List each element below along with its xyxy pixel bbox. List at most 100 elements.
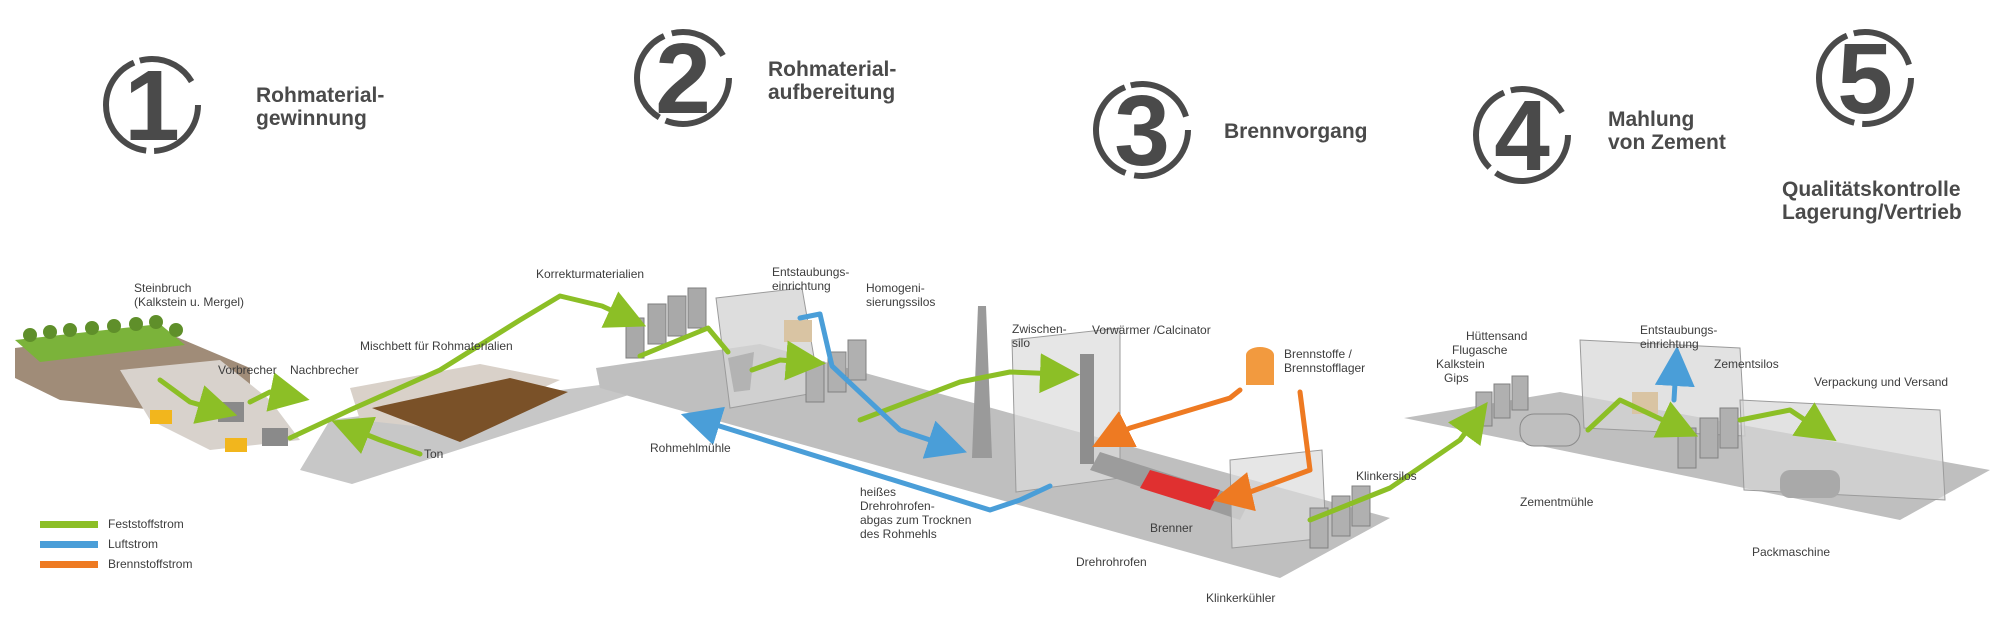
packmaschine-machine — [1780, 470, 1840, 498]
step-number: 2 — [655, 23, 711, 135]
step-number: 1 — [124, 50, 180, 162]
label-kalkstein: Kalkstein — [1436, 357, 1485, 371]
step-1-title: Rohmaterial- gewinnung — [256, 84, 384, 130]
quarry — [15, 315, 300, 452]
flow-lines — [157, 291, 1837, 523]
loader-icon — [225, 438, 247, 452]
label-heiss-3: abgas zum Trocknen — [860, 513, 971, 527]
legend-label: Luftstrom — [108, 537, 159, 551]
label-heiss-2: Drehrohrofen- — [860, 499, 935, 513]
legend-label: Feststoffstrom — [108, 517, 184, 531]
step-5-badge: 5 — [1816, 23, 1914, 135]
label-huettensand: Hüttensand — [1466, 329, 1527, 343]
step-2-title-line1: Rohmaterial- — [768, 58, 897, 81]
label-korrekturmaterialien: Korrekturmaterialien — [536, 267, 644, 281]
mixing-bed — [350, 364, 568, 442]
trees — [23, 315, 183, 342]
label-nachbrecher: Nachbrecher — [290, 363, 359, 377]
kiln-flame-zone — [1140, 470, 1220, 510]
legend-swatch-green — [40, 520, 98, 528]
label-klinkerkuehler: Klinkerkühler — [1206, 591, 1275, 605]
legend-item-luft: Luftstrom — [40, 534, 192, 554]
label-heiss-4: des Rohmehls — [860, 527, 937, 541]
vorbrecher-machine — [218, 402, 244, 422]
step-number: 3 — [1114, 75, 1170, 187]
step-number: 4 — [1494, 80, 1550, 192]
label-brennstoffe: Brennstoffe / — [1284, 347, 1352, 361]
ring-brush-icon — [1816, 29, 1914, 127]
label-entstaubung-4: Entstaubungs- — [1640, 323, 1717, 337]
label-verpackung: Verpackung und Versand — [1814, 375, 1948, 389]
step-1-title-line2: gewinnung — [256, 107, 367, 130]
homogenizing-building — [715, 287, 821, 409]
label-mischbett: Mischbett für Rohmaterialien — [360, 339, 513, 353]
label-zementsilos: Zementsilos — [1714, 357, 1779, 371]
step-5-title-line1: Qualitätskontrolle — [1782, 178, 1961, 201]
step-2-badge: 2 — [634, 23, 732, 135]
ring-brush-icon — [1093, 81, 1191, 179]
label-drehrohrofen: Drehrohrofen — [1076, 555, 1147, 569]
nachbrecher-machine — [262, 428, 288, 446]
legend-swatch-blue — [40, 540, 98, 548]
label-steinbruch: Steinbruch — [134, 281, 191, 295]
label-rohmehlmuehle: Rohmehlmühle — [650, 441, 731, 455]
step-2-title: Rohmaterial- aufbereitung — [768, 58, 896, 104]
legend-swatch-orange — [40, 560, 98, 568]
quarry-grass — [15, 324, 185, 362]
label-entstaubung-4-b: einrichtung — [1640, 337, 1699, 351]
step-1-badge: 1 — [103, 50, 201, 162]
label-zwischensilo: Zwischen- — [1012, 322, 1067, 336]
legend-item-feststoff: Feststoffstrom — [40, 514, 192, 534]
label-zwischensilo-2: silo — [1012, 336, 1030, 350]
entstaubung-filter-icon — [784, 320, 812, 342]
fuel-flow-lines — [1092, 387, 1313, 512]
step-3-title: Brennvorgang — [1224, 120, 1368, 143]
label-entstaubung: Entstaubungs- — [772, 265, 849, 279]
label-homogenisierung-2: sierungssilos — [866, 295, 935, 309]
solid-flow-lines — [157, 291, 1837, 523]
rohmehlmuehle-machine — [728, 352, 754, 392]
label-packmaschine: Packmaschine — [1752, 545, 1830, 559]
label-klinkersilos: Klinkersilos — [1356, 469, 1417, 483]
step-2-title-line2: aufbereitung — [768, 81, 896, 104]
ring-brush-icon — [103, 56, 201, 154]
label-gips: Gips — [1444, 371, 1469, 385]
step-4-title-line1: Mahlung — [1608, 108, 1695, 131]
diagram-labels: Steinbruch (Kalkstein u. Mergel) Vorbrec… — [134, 265, 1948, 605]
step-1-title-line1: Rohmaterial- — [256, 84, 385, 107]
korrektur-silos — [625, 287, 707, 359]
step-4-badge: 4 — [1473, 80, 1571, 192]
step-3-badge: 3 — [1093, 75, 1191, 187]
label-homogenisierung: Homogeni- — [866, 281, 925, 295]
step-4-title-line2: von Zement — [1608, 131, 1726, 154]
zementsilos — [1677, 407, 1739, 469]
label-steinbruch-detail: (Kalkstein u. Mergel) — [134, 295, 244, 309]
ring-brush-icon — [634, 29, 732, 127]
ground-plate-2-3 — [596, 344, 1390, 578]
step-number: 5 — [1837, 23, 1893, 135]
step-3-title-line1: Brennvorgang — [1224, 120, 1368, 143]
label-entstaubung-2: einrichtung — [772, 279, 831, 293]
ground-strip-1 — [300, 372, 700, 484]
preheater-tower — [1080, 354, 1094, 464]
label-ton: Ton — [424, 447, 443, 461]
cement-plant — [1475, 339, 1946, 501]
step-4-title: Mahlung von Zement — [1608, 108, 1726, 154]
label-vorwaermer: Vorwärmer /Calcinator — [1092, 323, 1211, 337]
mischbett-dark — [372, 378, 568, 442]
ring-brush-icon — [1473, 86, 1571, 184]
legend-label: Brennstoffstrom — [108, 557, 193, 571]
chimney — [972, 306, 992, 458]
step-5-title-line2: Lagerung/Vertrieb — [1782, 201, 1962, 224]
step-5-title: Qualitätskontrolle Lagerung/Vertrieb — [1782, 178, 1962, 224]
label-vorbrecher: Vorbrecher — [218, 363, 277, 377]
legend: Feststoffstrom Luftstrom Brennstoffstrom — [40, 514, 192, 574]
additive-silos — [1475, 375, 1529, 427]
label-brennstoffe-2: Brennstofflager — [1284, 361, 1365, 375]
label-heiss: heißes — [860, 485, 896, 499]
fuel-silo — [1246, 355, 1274, 385]
label-flugasche: Flugasche — [1452, 343, 1508, 357]
label-zementmuehle: Zementmühle — [1520, 495, 1594, 509]
excavator-icon — [150, 410, 172, 424]
